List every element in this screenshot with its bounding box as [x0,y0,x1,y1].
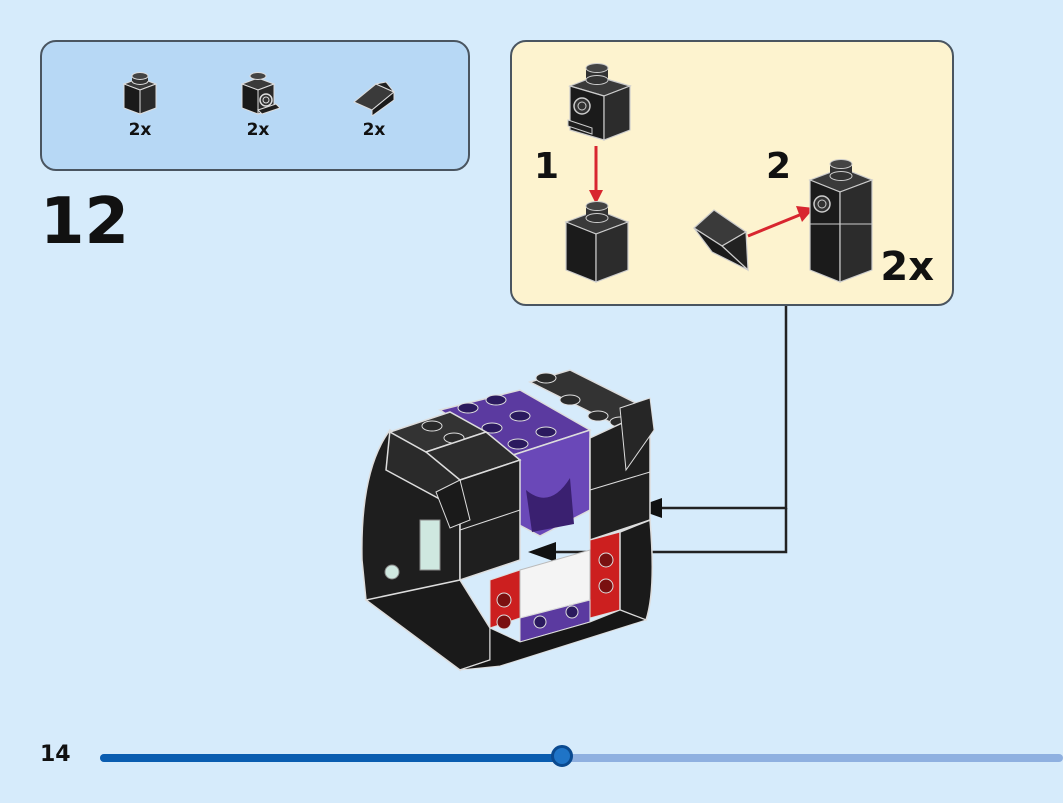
step-number: 12 [40,185,130,259]
assembled-brick-stack-icon [808,159,874,283]
black-slope-icon [693,209,749,272]
model-illustration [361,369,655,672]
page-number: 14 [40,742,71,767]
substep-1-label: 1 [534,146,560,187]
parts-list-item: 2x [228,70,288,140]
black-brick-1x1-icon [122,72,158,115]
parts-list-item: 2x [344,70,404,140]
subassembly-quantity: 2x [880,244,934,290]
parts-list-panel: 2x 2x 2x [40,40,470,171]
black-brick-1x1-icon [564,201,630,283]
parts-list-item: 2x [110,70,170,140]
progress-track [100,754,1063,762]
progress-fill [100,754,562,762]
black-slope-icon [353,81,395,116]
brick-with-side-stud-icon [567,63,632,141]
subassembly-illustration [564,63,874,283]
part-quantity: 2x [246,120,270,140]
part-quantity: 2x [128,120,152,140]
substep-2-label: 2 [766,146,792,187]
black-brick-1x1-with-side-stud-icon [240,72,280,115]
placement-arrow [528,542,556,562]
red-arrow [747,212,803,238]
subassembly-panel: 1 2 2x [510,40,954,306]
progress-indicator [551,745,573,767]
part-quantity: 2x [362,120,386,140]
